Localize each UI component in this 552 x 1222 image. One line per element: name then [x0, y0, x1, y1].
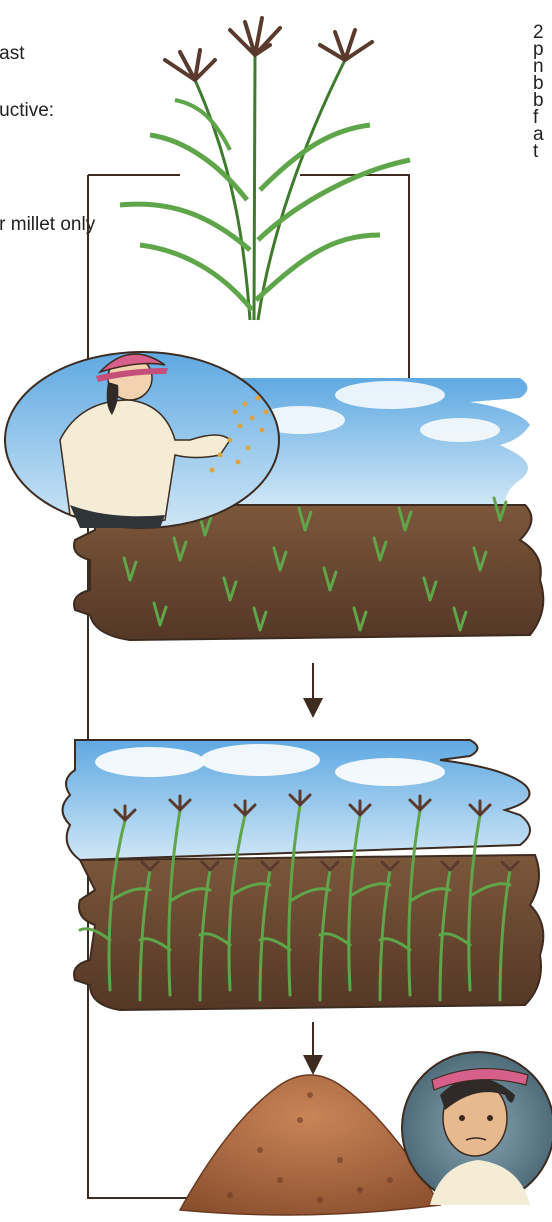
arrow-down-1	[303, 698, 323, 718]
arrow-down-2	[303, 1055, 323, 1075]
loop-left-line	[88, 175, 232, 1198]
farmer-sowing-vignette	[5, 352, 279, 528]
grain-pile	[180, 1075, 440, 1215]
cycle-loop	[88, 175, 409, 1198]
loop-top-right-line	[300, 175, 409, 392]
panel-mature-field	[63, 740, 544, 1010]
worried-farmer-portrait	[402, 1052, 552, 1205]
mature-millet-plant	[120, 55, 410, 320]
